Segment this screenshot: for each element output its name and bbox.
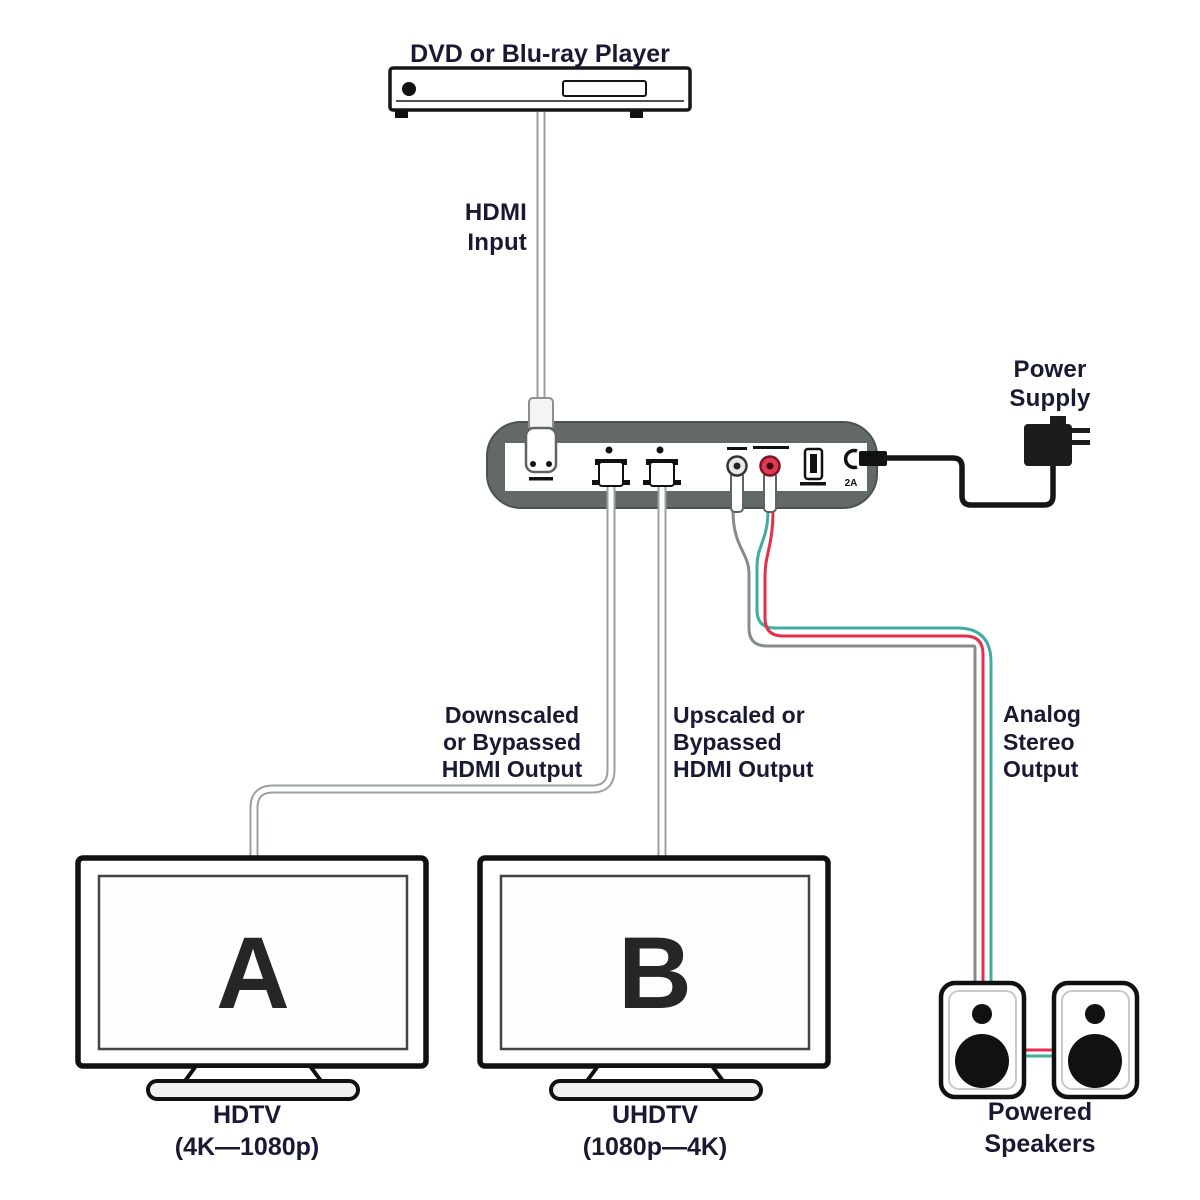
tv-a-screen-letter: A — [216, 916, 290, 1030]
hdmi-output-port-a — [592, 446, 630, 487]
tv-b-type-label: UHDTV — [612, 1101, 698, 1129]
power-adapter — [1024, 416, 1090, 466]
hdmi-output-port-b — [643, 446, 681, 487]
upscaled-label-line2: Bypassed — [673, 729, 782, 755]
dc-power-jack: 2A — [843, 448, 887, 489]
power-supply-label-line2: Supply — [1009, 385, 1091, 412]
hdmi-input-label-line1: HDMI — [465, 199, 527, 226]
upscaled-label-line3: HDMI Output — [673, 756, 814, 782]
dvd-player-illustration — [388, 66, 692, 118]
speaker-left-woofer — [955, 1034, 1009, 1088]
rca-jack-red — [753, 446, 789, 513]
power-supply-label-line1: Power — [1013, 356, 1086, 383]
analog-label-line3: Output — [1003, 756, 1079, 782]
speaker-right-woofer — [1068, 1034, 1122, 1088]
tv-b: B — [477, 855, 831, 1101]
downscaled-label-line2: or Bypassed — [443, 729, 581, 755]
speaker-link-cable — [1020, 1048, 1058, 1058]
speaker-right — [1051, 980, 1140, 1100]
rca-jack-white — [726, 447, 748, 513]
speaker-left-tweeter — [972, 1004, 992, 1024]
analog-label-line1: Analog — [1003, 701, 1081, 727]
hdmi-cable-output-a — [249, 482, 616, 858]
tv-a-type-label: HDTV — [213, 1101, 281, 1129]
hdmi-input-label-line2: Input — [467, 229, 527, 256]
speaker-left — [938, 980, 1027, 1100]
downscaled-label-line1: Downscaled — [445, 702, 579, 728]
upscaled-label-line1: Upscaled or — [673, 702, 805, 728]
speakers-label-line2: Speakers — [984, 1130, 1095, 1158]
tv-a: A — [75, 855, 429, 1101]
player-power-led — [402, 82, 416, 96]
downscaled-label-line3: HDMI Output — [442, 756, 583, 782]
player-disc-tray — [562, 80, 647, 97]
power-rating-label: 2A — [845, 478, 858, 489]
hdmi-input-port — [524, 397, 558, 481]
tv-b-resolution-label: (1080p—4K) — [583, 1133, 728, 1161]
speaker-right-tweeter — [1085, 1004, 1105, 1024]
tv-b-screen-letter: B — [618, 916, 692, 1030]
mode-switch — [800, 447, 826, 486]
dvd-player-label: DVD or Blu-ray Player — [410, 40, 670, 68]
speakers-label-line1: Powered — [988, 1098, 1092, 1126]
tv-a-resolution-label: (4K—1080p) — [175, 1133, 320, 1161]
analog-label-line2: Stereo — [1003, 729, 1075, 755]
analog-stereo-cable — [731, 509, 993, 983]
power-cable — [884, 455, 1056, 508]
